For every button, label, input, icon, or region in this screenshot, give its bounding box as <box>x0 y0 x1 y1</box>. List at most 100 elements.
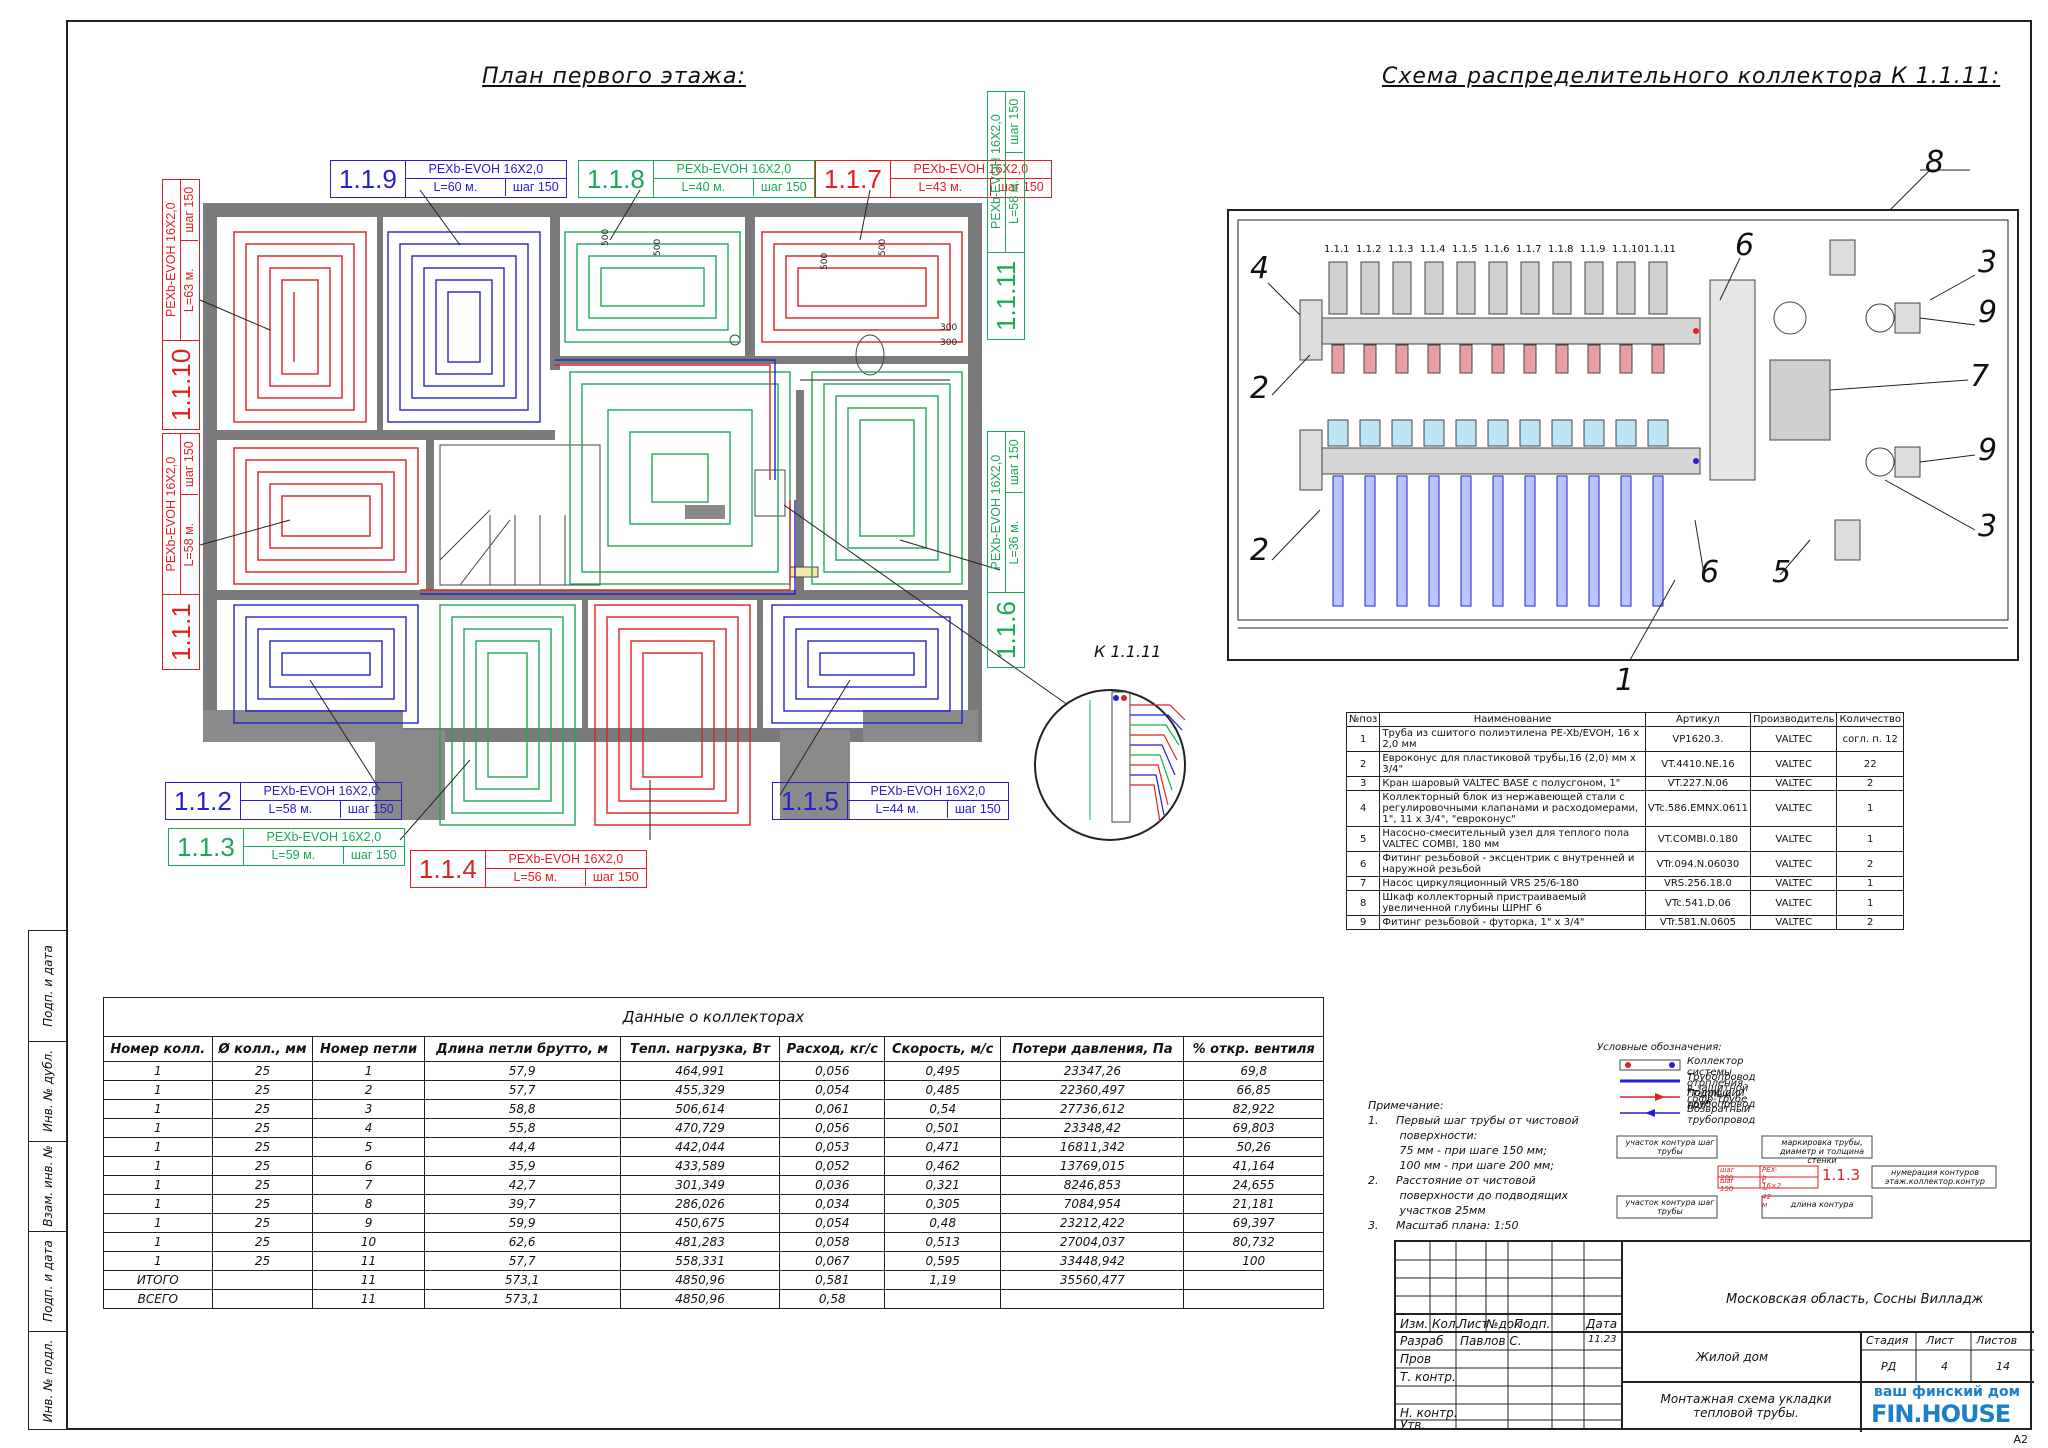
drain-icon <box>729 334 741 346</box>
callout: 7 <box>1970 359 1989 394</box>
manifold-port-part <box>1520 261 1540 315</box>
manifold-port-part <box>1396 475 1408 607</box>
loop-step: шаг 150 <box>954 802 1001 816</box>
callout: 9 <box>1978 295 1997 330</box>
end-cap <box>1299 429 1323 491</box>
callout: 1 <box>1615 663 1634 698</box>
port-label: 1.1.6 <box>1484 244 1510 255</box>
dimension-labels: 500 500 500 500 300 300 <box>601 229 957 348</box>
supply-bar <box>1299 317 1701 345</box>
loop-step: шаг 150 <box>182 441 196 488</box>
loop-pipe: PEXb-EVOH 16X2,0 <box>163 179 181 340</box>
outer-wall <box>203 203 982 742</box>
table-header-row: №поз Наименование Артикул Производитель … <box>1345 712 1904 727</box>
loop-length: L=40 м. <box>654 179 754 196</box>
manifold-port-part <box>1620 475 1632 607</box>
manifold-port-part <box>1555 344 1569 374</box>
loop-step: шаг 150 <box>350 848 397 862</box>
wall-block <box>685 505 725 519</box>
manifold-port-part <box>1652 475 1664 607</box>
supply-dot <box>1693 328 1699 334</box>
manifold-port-part <box>1491 344 1505 374</box>
loop-1.1.8 <box>564 231 741 343</box>
note-line: поверхности до подводящих <box>1368 1189 1568 1202</box>
detail-callout <box>783 504 1186 841</box>
port-label: 1.1.7 <box>1516 244 1542 255</box>
loop-number: 1.1.9 <box>330 160 406 198</box>
callout: 3 <box>1978 509 1997 544</box>
note-line: 3. Масштаб плана: 1:50 <box>1368 1219 1519 1232</box>
callout: 4 <box>1250 251 1269 286</box>
table-header-row: Номер колл. Ø колл., мм Номер петли Длин… <box>103 1036 1324 1062</box>
gauge-icon <box>1865 303 1895 333</box>
dim-label: 500 <box>653 239 663 256</box>
loop-pipe: PEXb-EVOH 16X2,0 <box>405 161 566 179</box>
manifold-port-part <box>1523 344 1537 374</box>
loop-number: 1.1.2 <box>165 782 241 820</box>
loop-pipe: PEXb-EVOH 16X2,0 <box>240 783 401 801</box>
loop-step: шаг 150 <box>347 802 394 816</box>
manifold-port-part <box>1459 344 1473 374</box>
port-label: 1.1.1 <box>1324 244 1350 255</box>
note-line: 1. Первый шаг трубы от чистовой <box>1368 1114 1579 1127</box>
manifold-port-part <box>1519 419 1541 447</box>
detail-label: К 1.1.11 <box>1094 642 1162 661</box>
stamp-grid <box>1396 1242 2034 1432</box>
loop-pipe: PEXb-EVOH 16X2,0 <box>485 851 646 869</box>
manifold-port-part <box>1583 419 1605 447</box>
sheet-format: A2 <box>2013 1433 2028 1446</box>
loop-step: шаг 150 <box>997 180 1044 194</box>
toilet-icon <box>855 334 885 376</box>
loop-pipe: PEXb-EVOH 16X2,0 <box>988 91 1006 252</box>
label-leaders <box>199 189 1001 841</box>
loop-pipe: PEXb-EVOH 16X2,0 <box>988 432 1006 593</box>
manifold-port-part <box>1648 261 1668 315</box>
strip-cell: Подп. и дата <box>29 1231 66 1332</box>
wall-block <box>863 710 978 742</box>
loop-1.1.4 <box>594 604 751 826</box>
loop-step: шаг 150 <box>182 186 196 233</box>
manifold-port-part <box>1619 344 1633 374</box>
manifold-port-part <box>1552 261 1572 315</box>
note-line: участков 25мм <box>1368 1204 1486 1217</box>
loop-length: L=58 м. <box>1006 151 1023 252</box>
loop-pipe: PEXb-EVOH 16X2,0 <box>890 161 1051 179</box>
strip-cell: Взам. инв. № <box>29 1141 66 1232</box>
note-line: поверхности: <box>1368 1129 1478 1142</box>
loop-step: шаг 150 <box>512 180 559 194</box>
loop-pipe: PEXb-EVOH 16X2,0 <box>243 829 404 847</box>
manifold-port-part <box>1556 475 1568 607</box>
wall-block <box>375 730 445 820</box>
notes: Примечание: 1. Первый шаг трубы от чисто… <box>1368 1099 1579 1232</box>
callout: 3 <box>1978 245 1997 280</box>
heating-loops <box>233 231 963 826</box>
loop-1.1.5 <box>771 604 963 724</box>
manifold-port-part <box>1615 419 1637 447</box>
gauge-icon <box>1865 447 1895 477</box>
manifold-port-part <box>1424 261 1444 315</box>
loop-step: шаг 150 <box>1007 98 1021 145</box>
manifold-port-part <box>1331 344 1345 374</box>
cabinet-inner <box>1237 219 2009 621</box>
callout: 9 <box>1978 433 1997 468</box>
manifold-port-part <box>1647 419 1669 447</box>
loop-number: 1.1.11 <box>987 251 1025 340</box>
loop-number: 1.1.1 <box>162 594 200 670</box>
manifold-port-part <box>1524 475 1536 607</box>
end-cap <box>1299 299 1323 361</box>
table-title: Данные о коллекторах <box>103 997 1324 1037</box>
